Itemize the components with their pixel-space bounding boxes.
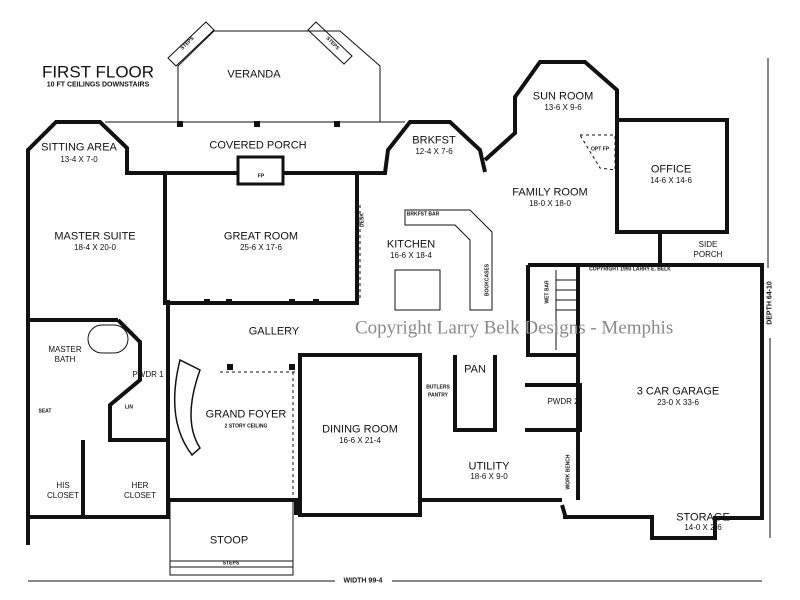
veranda-label: VERANDA xyxy=(227,68,281,81)
lin-label: LIN xyxy=(124,404,134,411)
seat-label: SEAT xyxy=(38,408,52,415)
foyer-column xyxy=(227,364,233,370)
sun-room-size: 13-6 X 9-6 xyxy=(544,103,582,112)
desk-label: DESK xyxy=(359,213,366,227)
his-closet-label: HIS xyxy=(56,481,70,490)
pwdr2-walls xyxy=(525,383,582,432)
brkfst-bay-wall xyxy=(357,120,487,175)
gallery-label: GALLERY xyxy=(248,325,300,338)
opt-fp-label: OPT FP xyxy=(590,146,610,153)
fireplace xyxy=(236,155,285,186)
kitchen-counter xyxy=(404,209,493,311)
rear-service-wall xyxy=(298,353,562,517)
veranda-steps-left xyxy=(167,21,215,67)
storage-label: STORAGE xyxy=(676,511,730,524)
stoop-outline xyxy=(169,500,294,576)
master-bath-label: MASTER xyxy=(48,345,82,354)
butlers-pantry-label: BUTLERS xyxy=(426,384,450,391)
office-wall xyxy=(615,118,729,234)
gallery-column xyxy=(289,299,295,305)
pwdr2-label: PWDR 2 xyxy=(547,397,579,406)
his-closet-label-2: CLOSET xyxy=(46,491,80,500)
stoop-steps-label: STEPS xyxy=(222,560,240,567)
utility-label: UTILITY xyxy=(468,460,510,473)
side-porch-label: SIDE xyxy=(698,240,718,249)
kitchen-size: 16-6 X 18-4 xyxy=(390,251,432,260)
family-room-size: 18-0 X 18-0 xyxy=(529,199,571,208)
wet-bar-label: WET BAR xyxy=(544,280,551,304)
dining-room-label: DINING ROOM xyxy=(322,423,398,436)
her-closet-label: HER xyxy=(131,481,149,490)
kitchen-island xyxy=(394,269,441,311)
width-label: WIDTH 99-4 xyxy=(340,577,386,585)
sitting-area-label: SITTING AREA xyxy=(41,141,117,154)
sitting-area-bay-wall xyxy=(26,120,165,545)
sitting-area-size: 13-4 X 7-0 xyxy=(60,155,98,164)
master-bath-label-2: BATH xyxy=(54,355,76,364)
fireplace-label: FP xyxy=(257,173,265,180)
plan-title: FIRST FLOOR xyxy=(41,62,155,82)
porch-post xyxy=(334,121,340,127)
garage-label: 3 CAR GARAGE xyxy=(636,385,720,398)
gallery-column xyxy=(204,299,210,305)
foyer-column xyxy=(289,364,295,370)
office-label: OFFICE xyxy=(650,163,692,176)
pan-walls xyxy=(453,355,497,432)
master-rear-wall xyxy=(28,300,170,519)
great-room-size: 25-6 X 17-6 xyxy=(240,243,282,252)
office-size: 14-6 X 14-6 xyxy=(650,176,692,185)
veranda-outline xyxy=(177,30,381,122)
porch-post xyxy=(254,121,260,127)
her-closet-label-2: CLOSET xyxy=(123,491,157,500)
master-suite-size: 18-4 X 20-0 xyxy=(74,243,116,252)
depth-label: DEPTH 64-10 xyxy=(766,281,774,325)
family-room-label: FAMILY ROOM xyxy=(512,186,588,199)
bookcases-label: BOOKCASES xyxy=(484,263,491,297)
utility-size: 18-6 X 9-0 xyxy=(470,472,508,481)
kitchen-label: KITCHEN xyxy=(386,238,436,251)
gallery-column xyxy=(313,299,319,305)
porch-post xyxy=(177,121,183,127)
brkfst-size: 12-4 X 7-6 xyxy=(415,147,453,156)
brkfst-label: BRKFST xyxy=(412,134,456,147)
great-room-label: GREAT ROOM xyxy=(223,230,299,243)
stoop-label: STOOP xyxy=(209,534,249,547)
pwdr1-label: PWDR 1 xyxy=(132,370,164,379)
master-suite-label: MASTER SUITE xyxy=(54,230,136,243)
covered-porch-label: COVERED PORCH xyxy=(209,139,307,152)
pan-label: PAN xyxy=(464,363,486,376)
dining-room-size: 16-6 X 21-4 xyxy=(339,436,381,445)
copyright-note: COPYRIGHT 1993 LARRY E. BELK xyxy=(589,266,671,273)
butlers-pantry-label-2: PANTRY xyxy=(428,392,448,399)
copyright-watermark: Copyright Larry Belk Designs - Memphis xyxy=(355,317,674,339)
sun-room-label: SUN ROOM xyxy=(532,90,594,103)
side-porch-wall xyxy=(560,232,764,540)
foyer-front-wall xyxy=(168,498,298,515)
sunroom-wall xyxy=(483,60,619,162)
garage-size: 23-0 X 33-6 xyxy=(657,398,699,407)
gallery-column xyxy=(226,299,232,305)
veranda-steps-right xyxy=(307,21,353,65)
work-bench-label: WORK BENCH xyxy=(565,454,572,490)
storage-size: 14-0 X 2-6 xyxy=(684,523,722,532)
side-porch-label-2: PORCH xyxy=(693,250,723,259)
brkfst-bar-label: BRKFST BAR xyxy=(406,211,440,218)
curved-staircase xyxy=(173,358,201,457)
opt-fp-outline xyxy=(579,134,616,171)
grand-foyer-note: 2 STORY CEILING xyxy=(224,423,268,430)
tub xyxy=(87,324,129,354)
plan-subtitle: 10 FT CEILINGS DOWNSTAIRS xyxy=(46,81,150,89)
grand-foyer-label: GRAND FOYER xyxy=(205,408,287,421)
